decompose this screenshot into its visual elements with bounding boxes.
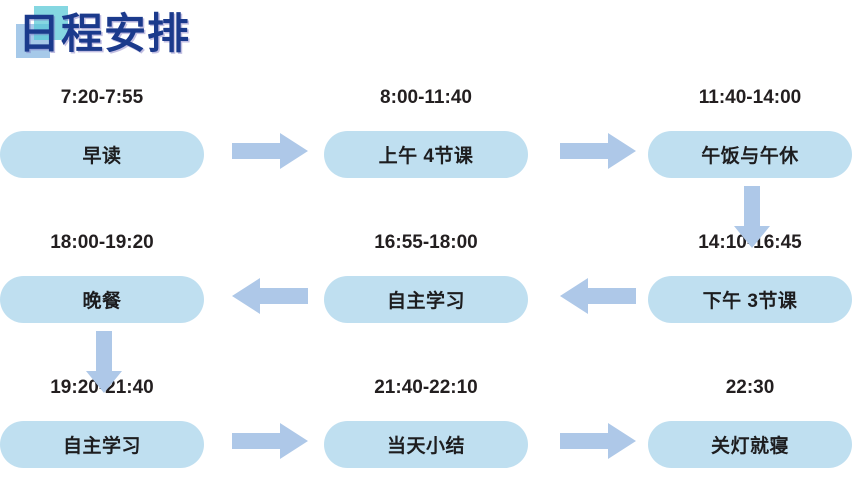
step-time: 16:55-18:00 — [374, 232, 478, 253]
step-activity-label: 自主学习 — [386, 291, 465, 312]
schedule-step[interactable]: 22:30 关灯就寝 — [648, 375, 852, 468]
step-time: 21:40-22:10 — [374, 377, 478, 398]
step-time: 11:40-14:00 — [698, 87, 802, 108]
step-pill[interactable]: 晚餐 — [0, 276, 204, 323]
schedule-step[interactable]: 11:40-14:00 午饭与午休 — [648, 85, 852, 178]
step-activity-label: 晚餐 — [82, 291, 122, 312]
step-time: 18:00-19:20 — [50, 232, 154, 253]
arrow-right-icon — [232, 421, 308, 461]
schedule-step[interactable]: 18:00-19:20 晚餐 — [0, 230, 204, 323]
title-block: 日程安排 — [0, 0, 320, 80]
step-pill[interactable]: 午饭与午休 — [648, 131, 852, 178]
schedule-step[interactable]: 16:55-18:00 自主学习 — [324, 230, 528, 323]
step-activity-label: 下午 3节课 — [702, 291, 798, 312]
schedule-step[interactable]: 8:00-11:40 上午 4节课 — [324, 85, 528, 178]
page-title: 日程安排 — [18, 10, 191, 57]
decorative-square-teal — [34, 6, 68, 40]
arrow-right-icon — [560, 421, 636, 461]
step-activity-label: 关灯就寝 — [710, 436, 789, 457]
arrow-left-icon — [560, 276, 636, 316]
arrow-right-icon — [232, 131, 308, 171]
step-pill[interactable]: 自主学习 — [324, 276, 528, 323]
step-activity-label: 当天小结 — [386, 436, 465, 457]
step-activity-label: 自主学习 — [62, 436, 141, 457]
step-pill[interactable]: 早读 — [0, 131, 204, 178]
schedule-grid: 7:20-7:55 早读 8:00-11:40 上午 4节课 11:40-14:… — [0, 85, 860, 483]
step-pill[interactable]: 关灯就寝 — [648, 421, 852, 468]
schedule-step[interactable]: 21:40-22:10 当天小结 — [324, 375, 528, 468]
arrow-left-icon — [232, 276, 308, 316]
arrow-down-icon — [84, 331, 124, 393]
step-activity-label: 早读 — [82, 146, 122, 167]
step-pill[interactable]: 自主学习 — [0, 421, 204, 468]
step-time: 22:30 — [725, 377, 775, 398]
step-activity-label: 午饭与午休 — [701, 146, 799, 167]
step-time: 7:20-7:55 — [60, 87, 144, 108]
step-activity-label: 上午 4节课 — [378, 146, 474, 167]
schedule-step[interactable]: 7:20-7:55 早读 — [0, 85, 204, 178]
step-pill[interactable]: 当天小结 — [324, 421, 528, 468]
step-pill[interactable]: 上午 4节课 — [324, 131, 528, 178]
arrow-down-icon — [732, 186, 772, 248]
arrow-right-icon — [560, 131, 636, 171]
step-time: 8:00-11:40 — [380, 87, 472, 108]
step-pill[interactable]: 下午 3节课 — [648, 276, 852, 323]
